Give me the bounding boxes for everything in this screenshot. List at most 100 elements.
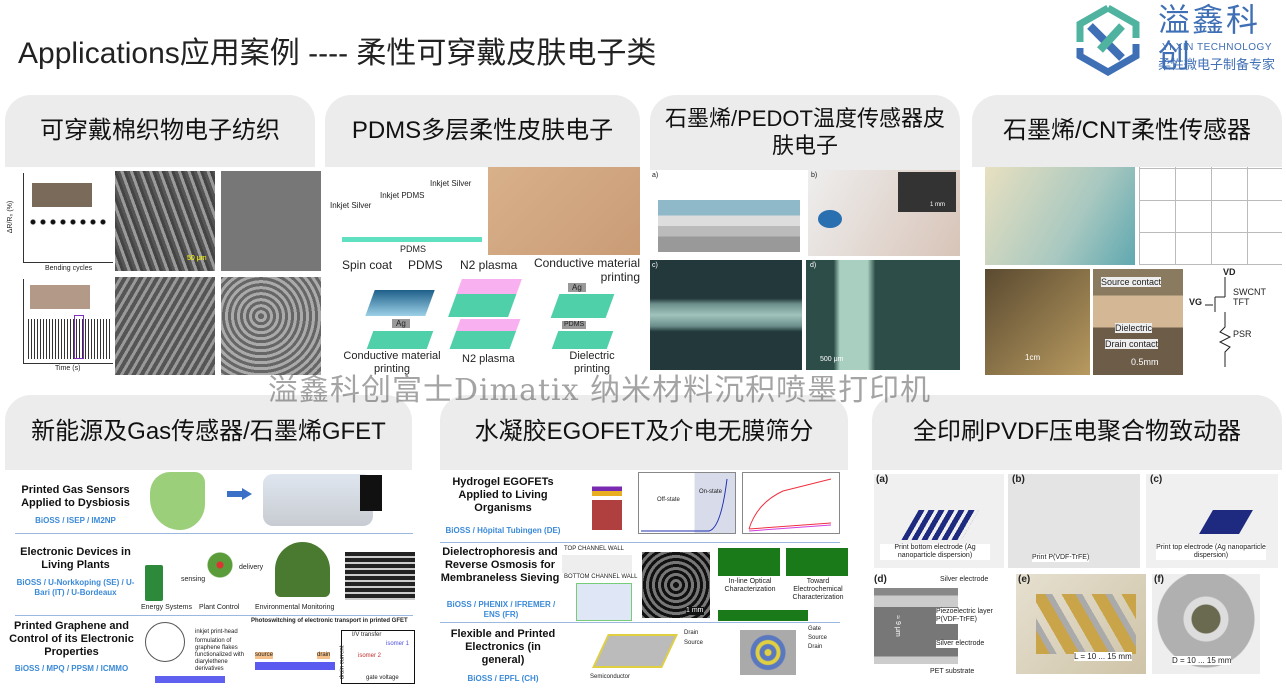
row-heading: Electronic Devices in Living Plants bbox=[20, 546, 131, 572]
channel-diagram bbox=[562, 555, 632, 573]
caption: Semiconductor bbox=[590, 674, 631, 680]
fluorescence-image bbox=[718, 610, 808, 621]
scale-bar: 50 μm bbox=[187, 255, 207, 262]
caption: TOP CHANNEL WALL bbox=[564, 546, 625, 552]
label: b) bbox=[811, 172, 818, 179]
caption: Gate bbox=[808, 626, 822, 632]
skin-photo bbox=[488, 167, 640, 255]
label: Inkjet Silver bbox=[430, 179, 472, 188]
pdms-layer bbox=[342, 237, 482, 242]
caption: sensing bbox=[181, 576, 206, 583]
device-photo bbox=[592, 500, 622, 530]
caption: Print P(VDF-TrFE) bbox=[1032, 554, 1090, 563]
substrate bbox=[551, 331, 614, 349]
curve bbox=[748, 478, 832, 532]
electrode-diagram bbox=[576, 583, 632, 621]
company-logo: 溢鑫科创 YI XIN TECHNOLOGY 柔性微电子制备专家 bbox=[1070, 2, 1284, 80]
substrate bbox=[155, 676, 225, 683]
caption: Source bbox=[684, 640, 704, 646]
label: Drain contact bbox=[1105, 339, 1159, 350]
sem-image bbox=[221, 171, 321, 271]
affiliation: BiOSS / EPFL (CH) bbox=[467, 674, 539, 683]
label: c) bbox=[652, 262, 658, 269]
panel-title-graphene-cnt: 石墨烯/CNT柔性传感器 bbox=[972, 95, 1282, 167]
caption: Source bbox=[808, 635, 828, 641]
print-step-b bbox=[1008, 474, 1140, 568]
x-axis-label: Bending cycles bbox=[45, 265, 93, 272]
caption: Piezoelectric layer P(VDF-TrFE) bbox=[936, 608, 1012, 625]
caption: Print bottom electrode (Ag nanoparticle … bbox=[880, 544, 990, 561]
logo-mark-icon bbox=[1076, 4, 1140, 76]
x-axis-label: Time (s) bbox=[55, 365, 81, 372]
transfer-curve-c: Off-state On-state bbox=[638, 472, 736, 534]
caption: inkjet print-head bbox=[195, 629, 238, 635]
caption: Silver electrode bbox=[936, 640, 985, 649]
substrate bbox=[449, 319, 521, 349]
panel-title-gas-sensors: 新能源及Gas传感器/石墨烯GFET bbox=[5, 395, 412, 470]
caption: Off-state bbox=[657, 497, 680, 503]
caption: formulation of graphene flakes functiona… bbox=[195, 638, 245, 672]
row-heading: Hydrogel EGOFETs Applied to Living Organ… bbox=[452, 476, 554, 515]
caption: L = 10 ... 15 mm bbox=[1074, 652, 1132, 662]
iv-chart: I/V transfer isomer 1 isomer 2 gate volt… bbox=[339, 630, 415, 684]
label: (e) bbox=[1018, 574, 1031, 585]
caption: gate voltage bbox=[366, 675, 399, 681]
caption: BOTTOM CHANNEL WALL bbox=[564, 574, 638, 580]
circuit-array bbox=[1139, 167, 1282, 265]
scale-bar: 1 mm bbox=[686, 607, 704, 616]
affiliation: BiOSS / PHENIX / IFREMER / ENS (FR) bbox=[446, 600, 556, 619]
caption: On-state bbox=[699, 489, 723, 495]
substrate bbox=[365, 290, 435, 316]
row-heading: Dielectrophoresis and Reverse Osmosis fo… bbox=[440, 546, 560, 585]
caption: Plant Control bbox=[199, 604, 240, 611]
caption: Drain bbox=[808, 644, 823, 650]
label: PSR bbox=[1233, 329, 1252, 339]
row-heading: Flexible and Printed Electronics (in gen… bbox=[450, 628, 556, 667]
finger-photo bbox=[808, 170, 960, 256]
caption: isomer 1 bbox=[386, 641, 410, 647]
label: Spin coat bbox=[342, 258, 393, 272]
caption: In-line Optical Characterization bbox=[724, 578, 776, 594]
scale-bar: 500 μm bbox=[820, 356, 844, 363]
label: N2 plasma bbox=[462, 353, 515, 365]
label: PDMS bbox=[400, 244, 427, 254]
watermark: 溢鑫科创富士Dimatix 纳米材料沉积喷墨打印机 bbox=[268, 373, 932, 408]
logo-name-cn: 溢鑫科创 bbox=[1158, 2, 1261, 74]
row-heading: Printed Gas Sensors Applied to Dysbiosis bbox=[21, 484, 130, 510]
scale-bar: 0.5mm bbox=[1131, 357, 1159, 367]
device-schematic bbox=[592, 472, 622, 496]
substrate bbox=[448, 279, 522, 317]
row-heading: Printed Graphene and Control of its Elec… bbox=[9, 620, 134, 659]
micrograph bbox=[345, 552, 415, 600]
textile-figure: ΔR/R₀ (%) Bending cycles Time (s) 50 μm bbox=[5, 167, 325, 375]
plant-illustration bbox=[205, 550, 235, 600]
divider bbox=[440, 622, 840, 623]
breath-device bbox=[263, 474, 373, 526]
flexible-sensor-photo bbox=[985, 167, 1135, 265]
label: VD bbox=[1223, 267, 1236, 277]
active-matrix-photo bbox=[985, 269, 1090, 375]
gfet-channel bbox=[255, 662, 335, 670]
caption: D = 10 ... 15 mm bbox=[1172, 656, 1232, 666]
substrate bbox=[550, 294, 615, 318]
label: (c) bbox=[1150, 474, 1163, 485]
caption: Drain bbox=[684, 630, 699, 636]
spiral-device bbox=[740, 630, 796, 675]
label: Conductive material printing bbox=[343, 350, 441, 375]
page-title: Applications应用案例 ---- 柔性可穿戴皮肤电子类 bbox=[18, 37, 657, 70]
caption: delivery bbox=[239, 564, 264, 571]
label: PDMS bbox=[408, 258, 443, 272]
resistance-chart-b bbox=[23, 279, 113, 364]
curve bbox=[641, 478, 728, 532]
label: Inkjet Silver bbox=[330, 201, 372, 210]
logo-name-en: YI XIN TECHNOLOGY bbox=[1162, 42, 1273, 53]
sem-image bbox=[221, 277, 321, 375]
caption: Energy Systems bbox=[141, 604, 192, 611]
caption: Silver electrode bbox=[940, 576, 989, 585]
affiliation: BiOSS / MPQ / PPSM / ICMMO bbox=[14, 664, 129, 673]
battery-icon bbox=[145, 565, 163, 601]
label: d) bbox=[810, 262, 817, 269]
panel-title-textile: 可穿戴棉织物电子纺织 bbox=[5, 95, 315, 167]
label: ≈ 9 μm bbox=[893, 615, 901, 637]
panel-title-egofet: 水凝胶EGOFET及介电无膜筛分 bbox=[440, 395, 848, 470]
